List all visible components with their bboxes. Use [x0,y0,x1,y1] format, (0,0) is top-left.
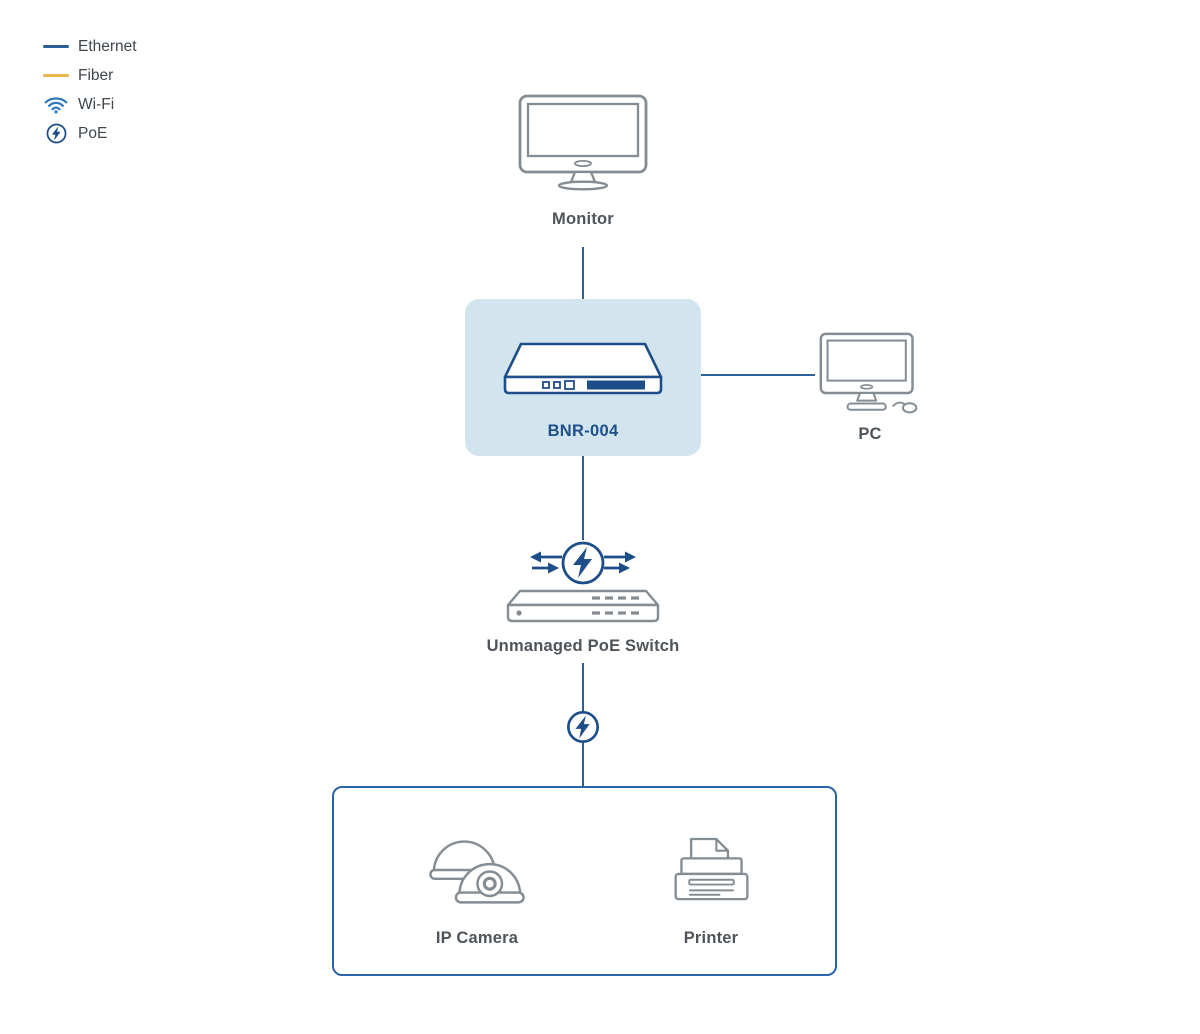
edge-monitor-router [582,247,584,299]
legend-label-wifi: Wi-Fi [78,95,115,113]
router-icon [503,342,663,395]
poe-icon [42,123,70,144]
printer-label: Printer [683,929,739,947]
legend-item-ethernet: Ethernet [42,36,137,57]
legend-label-ethernet: Ethernet [78,37,137,55]
ip-camera-label: IP Camera [435,929,519,947]
poe-badge-svg [567,711,599,743]
node-pc: PC [810,331,930,444]
ethernet-line-icon [43,45,69,48]
fiber-line-icon [43,74,69,77]
router-highlight-box: BNR-004 [465,299,701,456]
legend-label-fiber: Fiber [78,66,114,84]
monitor-label: Monitor [552,210,614,228]
monitor-icon [518,94,648,191]
node-printer: Printer [641,833,781,948]
ethernet-line-swatch [42,45,70,48]
poe-switch-label: Unmanaged PoE Switch [486,637,680,655]
node-ip-camera: IP Camera [407,819,547,948]
poe-icon-svg [46,123,66,144]
legend-label-poe: PoE [78,124,108,142]
ip-camera-icon [429,840,525,904]
poe-switch-icon [506,541,660,623]
pc-icon [819,332,917,414]
poe-badge-icon [566,710,600,744]
printer-icon [673,837,749,901]
pc-label: PC [858,425,882,443]
wifi-icon [42,95,70,114]
legend: Ethernet Fiber Wi-Fi [42,36,137,144]
node-monitor: Monitor [511,93,655,229]
wifi-icon-svg [44,97,68,114]
fiber-line-swatch [42,74,70,77]
legend-item-fiber: Fiber [42,65,137,86]
edge-router-pc [701,374,815,376]
poe-devices-group [332,786,837,976]
legend-item-poe: PoE [42,123,137,144]
router-label: BNR-004 [547,422,619,440]
edge-router-switch [582,456,584,540]
legend-item-wifi: Wi-Fi [42,94,137,115]
node-poe-switch: Unmanaged PoE Switch [478,537,688,656]
